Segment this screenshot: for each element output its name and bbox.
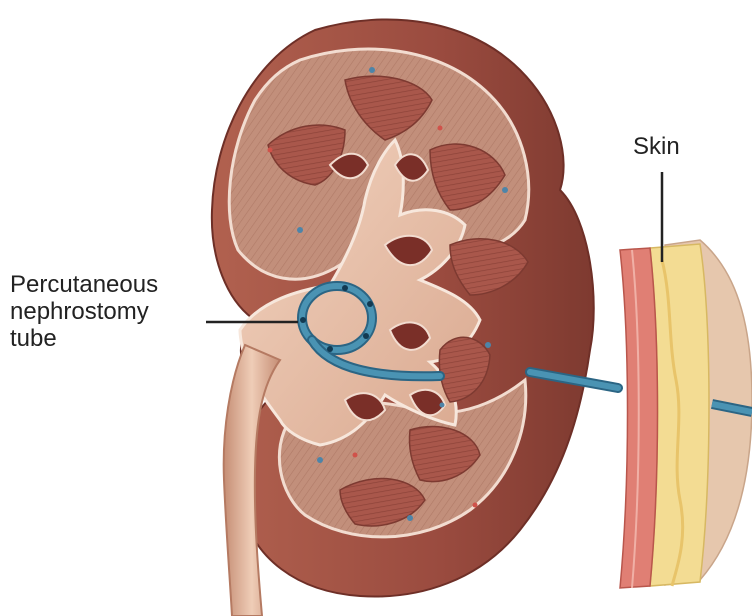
nephrostomy-tube-label: Percutaneous nephrostomy tube bbox=[10, 271, 220, 352]
skin-label: Skin bbox=[633, 133, 680, 160]
skin-cross-section bbox=[620, 240, 752, 588]
